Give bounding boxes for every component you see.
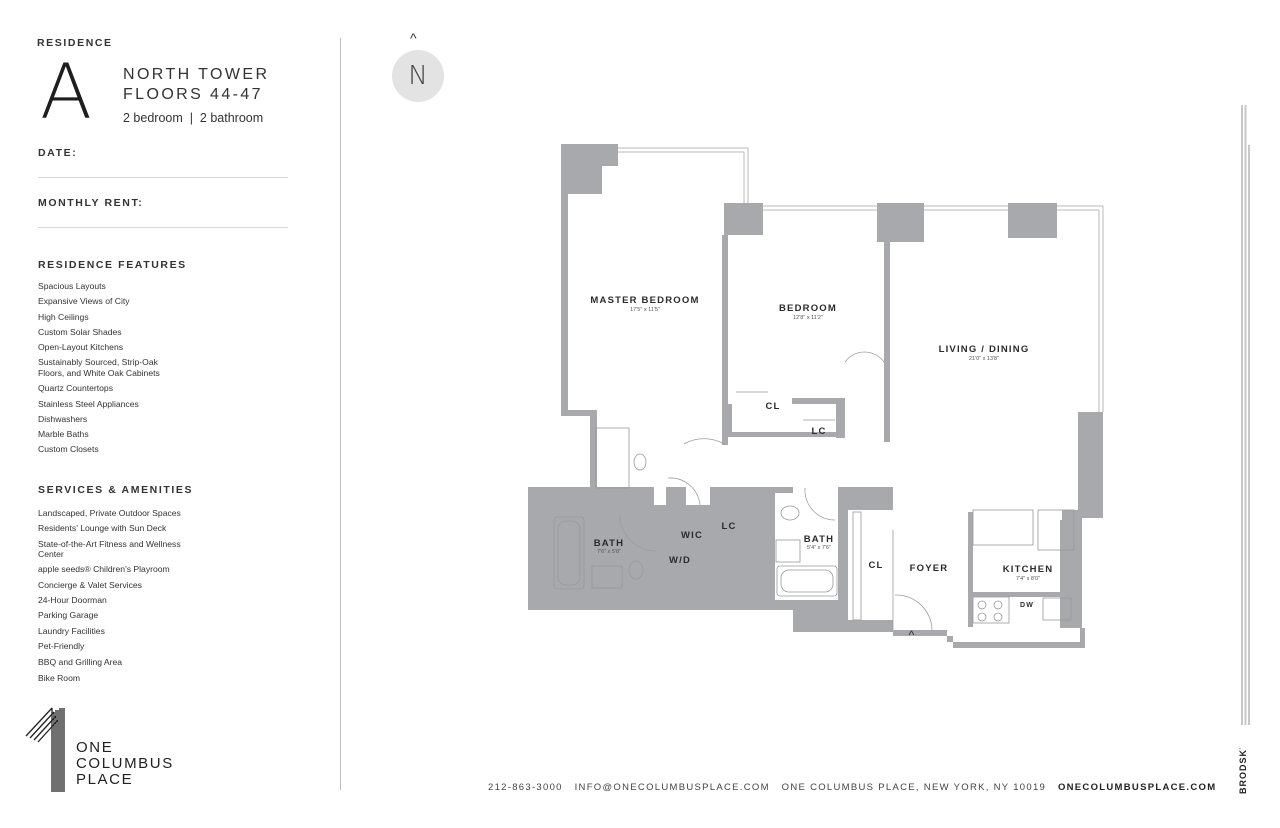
- compass-letter: N: [408, 61, 428, 91]
- room-label-kitchen: KITCHEN: [1003, 564, 1054, 575]
- room-dim-master-bedroom: 17'5" x 11'5": [630, 307, 660, 313]
- room-label-master-bedroom: MASTER BEDROOM: [590, 295, 699, 306]
- entry-arrow-icon: ^: [909, 628, 916, 642]
- list-item: Custom Closets: [38, 444, 99, 455]
- list-item: 24-Hour Doorman: [38, 594, 107, 605]
- list-item: State-of-the-Art Fitness and Wellness: [38, 538, 181, 549]
- room-dim-bedroom: 12'8" x 11'2": [793, 315, 823, 321]
- logo-wordmark: ONE COLUMBUS PLACE: [76, 740, 174, 788]
- footer-website: ONECOLUMBUSPLACE.COM: [1057, 782, 1217, 793]
- list-item: Dishwashers: [38, 413, 88, 424]
- north-compass: N: [392, 50, 444, 102]
- room-label-walk-in-closet: WIC: [681, 530, 703, 541]
- bed-bath-count: 2 bedroom | 2 bathroom: [123, 111, 264, 125]
- room-dim-kitchen: 7'4" x 8'0": [1016, 576, 1040, 582]
- floors: FLOORS 44-47: [123, 86, 263, 103]
- list-item: Pet-Friendly: [38, 640, 85, 651]
- unit-letter: A: [40, 47, 92, 136]
- list-item: Expansive Views of City: [38, 296, 130, 307]
- list-item: Laundry Facilities: [38, 625, 105, 636]
- one-columbus-logo-icon: [25, 707, 65, 792]
- list-item: Quartz Countertops: [38, 383, 113, 394]
- tower-name: NORTH TOWER: [123, 66, 270, 83]
- residence-label: RESIDENCE: [37, 37, 113, 49]
- window-lines: [618, 147, 1104, 412]
- features-title: RESIDENCE FEATURES: [38, 259, 187, 271]
- room-dim-bath: 7'6" x 5'8": [597, 549, 621, 555]
- date-rule: [38, 177, 288, 178]
- list-item: Center: [38, 549, 64, 560]
- logo-line: ONE: [76, 739, 114, 756]
- door-swings: [619, 351, 933, 631]
- amenities-list: Landscaped, Private Outdoor Spaces Resid…: [38, 508, 181, 683]
- room-label-washer-dryer: W/D: [669, 555, 691, 566]
- list-item: Marble Baths: [38, 429, 89, 440]
- footer-contact: 212-863-3000 INFO@ONECOLUMBUSPLACE.COM O…: [488, 782, 1216, 793]
- features-list: Spacious Layouts Expansive Views of City…: [38, 281, 160, 455]
- room-label-closet: CL: [868, 560, 883, 571]
- room-dim-living-dining: 21'0" x 13'8": [969, 356, 999, 362]
- room-label-dishwasher: DW: [1020, 602, 1034, 609]
- list-item: BBQ and Grilling Area: [38, 657, 123, 668]
- list-item: Bike Room: [38, 672, 81, 683]
- plan-fixtures: [553, 391, 1075, 624]
- list-item: High Ceilings: [38, 311, 89, 322]
- room-label-living-dining: LIVING / DINING: [939, 344, 1030, 355]
- list-item: Custom Solar Shades: [38, 326, 122, 337]
- brodsky-logo: BRODSKY: [1238, 748, 1248, 794]
- room-label-foyer: FOYER: [910, 563, 949, 574]
- brodsky-wordmark: BRODSKY: [1238, 748, 1248, 794]
- list-item: Open-Layout Kitchens: [38, 342, 124, 353]
- list-item: Parking Garage: [38, 610, 99, 621]
- rent-rule: [38, 227, 288, 228]
- list-item: Landscaped, Private Outdoor Spaces: [38, 508, 181, 518]
- date-label: DATE:: [38, 147, 78, 159]
- list-item: Stainless Steel Appliances: [38, 398, 139, 409]
- room-dim-bath: 5'4" x 7'6": [807, 545, 831, 551]
- list-item: Residents' Lounge with Sun Deck: [38, 523, 167, 534]
- logo-line: COLUMBUS: [76, 755, 174, 772]
- footer-email: INFO@ONECOLUMBUSPLACE.COM: [574, 782, 770, 793]
- logo-line: PLACE: [76, 771, 134, 788]
- list-item: Sustainably Sourced, Strip-Oak: [38, 357, 158, 368]
- legal-disclaimer: [1241, 105, 1250, 725]
- room-label-bedroom: BEDROOM: [779, 303, 837, 314]
- plan-walls: [528, 144, 1103, 648]
- floor-plan: MASTER BEDROOM 17'5" x 11'5" BEDROOM 12'…: [528, 144, 1104, 648]
- room-label-linen-closet: LC: [721, 521, 736, 532]
- north-arrow-icon: ^: [410, 30, 417, 46]
- list-item: apple seeds® Children's Playroom: [38, 564, 170, 575]
- footer-address: ONE COLUMBUS PLACE, NEW YORK, NY 10019: [781, 782, 1047, 793]
- list-item: Concierge & Valet Services: [38, 579, 142, 590]
- monthly-rent-label: MONTHLY RENT:: [38, 197, 144, 209]
- disclaimer-lines: [1241, 105, 1250, 725]
- amenities-title: SERVICES & AMENITIES: [38, 484, 194, 496]
- list-item: Spacious Layouts: [38, 281, 106, 291]
- panel-divider: [340, 38, 341, 790]
- room-label-bath: BATH: [594, 538, 624, 549]
- room-label-linen-closet: LC: [811, 426, 826, 437]
- list-item: Floors, and White Oak Cabinets: [38, 367, 160, 378]
- tower-floors: NORTH TOWER FLOORS 44-47: [123, 65, 269, 105]
- room-label-bath: BATH: [804, 534, 834, 545]
- footer-phone: 212-863-3000: [488, 782, 563, 793]
- room-label-closet: CL: [765, 401, 780, 412]
